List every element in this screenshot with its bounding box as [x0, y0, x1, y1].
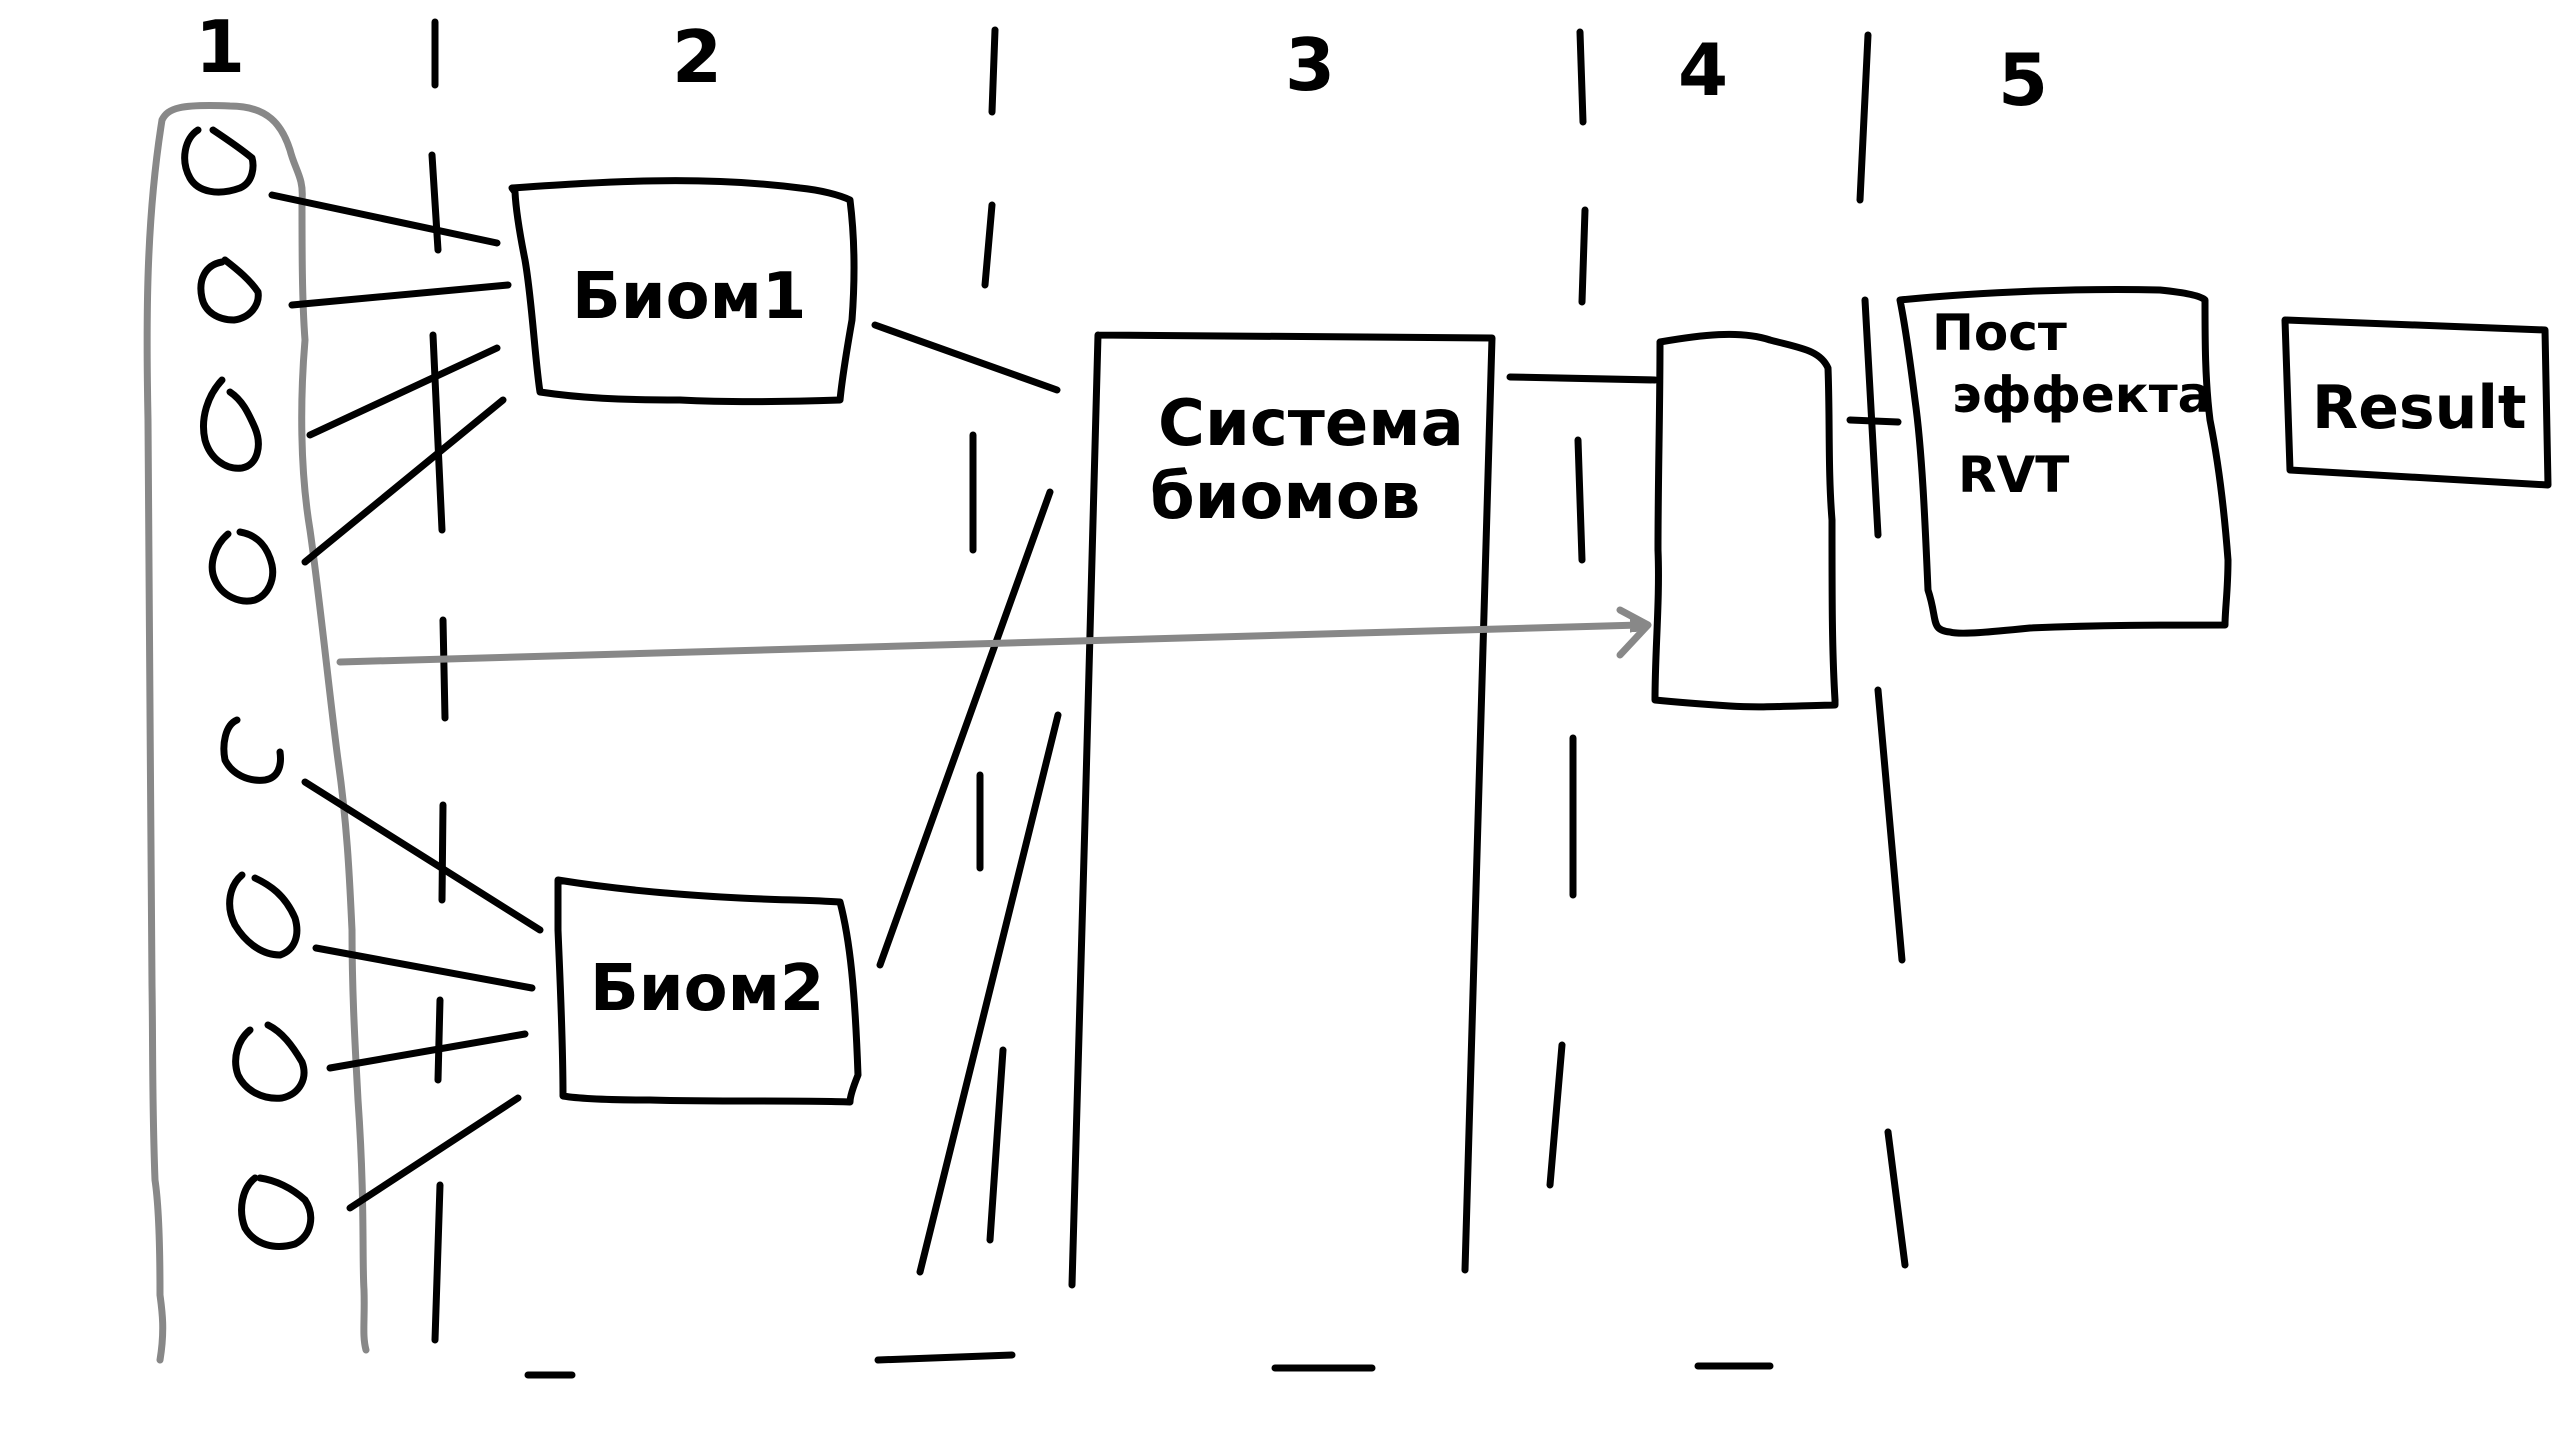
post-label-line2: эффекта	[1952, 366, 2211, 424]
biom2-box: Биом2	[554, 876, 862, 1106]
separator-4-5	[1694, 31, 1909, 1370]
input-nodes	[181, 126, 315, 1250]
connection-system-to-block4	[1506, 373, 1659, 384]
separator-2-3	[874, 26, 1016, 1364]
post-effect-box: Пост эффекта RVT	[1896, 285, 2232, 637]
system-label-line1: Система	[1158, 387, 1464, 461]
system-box: Система биомов	[1068, 331, 1496, 1289]
input-node-2	[197, 256, 262, 324]
result-label: Result	[2312, 373, 2527, 443]
result-box: Result	[2281, 316, 2552, 489]
column-number-3: 3	[1285, 23, 1335, 107]
biom2-label: Биом2	[590, 952, 824, 1026]
connection-block4-to-post	[1846, 416, 1902, 426]
block4-box	[1651, 330, 1839, 711]
nodes-group-outline	[143, 102, 370, 1364]
input-node-8	[238, 1174, 315, 1250]
column-number-1: 1	[195, 5, 245, 89]
post-label-line1: Пост	[1932, 304, 2067, 362]
biom1-box: Биом1	[508, 177, 858, 405]
separator-3-4	[1271, 28, 1589, 1372]
column-number-2: 2	[672, 15, 722, 99]
connections-to-system	[871, 321, 1062, 1276]
input-node-4	[208, 528, 277, 605]
gray-arrow-head	[1616, 606, 1652, 659]
connections-to-biom2	[301, 778, 544, 1212]
column-numbers: 1 2 3 4 5	[195, 5, 2048, 122]
input-node-1	[181, 126, 257, 196]
input-node-6	[226, 871, 301, 959]
column-number-4: 4	[1678, 28, 1728, 112]
biom1-label: Биом1	[572, 260, 806, 334]
input-node-3	[200, 376, 262, 472]
gray-arrow	[336, 625, 1640, 666]
system-label-line2: биомов	[1150, 460, 1420, 534]
column-number-5: 5	[1998, 38, 2048, 122]
column-separators	[428, 18, 1909, 1379]
input-node-7	[232, 1021, 308, 1102]
separator-1-2	[428, 18, 576, 1379]
input-node-5	[220, 716, 284, 784]
connections-to-biom1	[268, 191, 512, 566]
post-label-line3: RVT	[1958, 446, 2069, 504]
